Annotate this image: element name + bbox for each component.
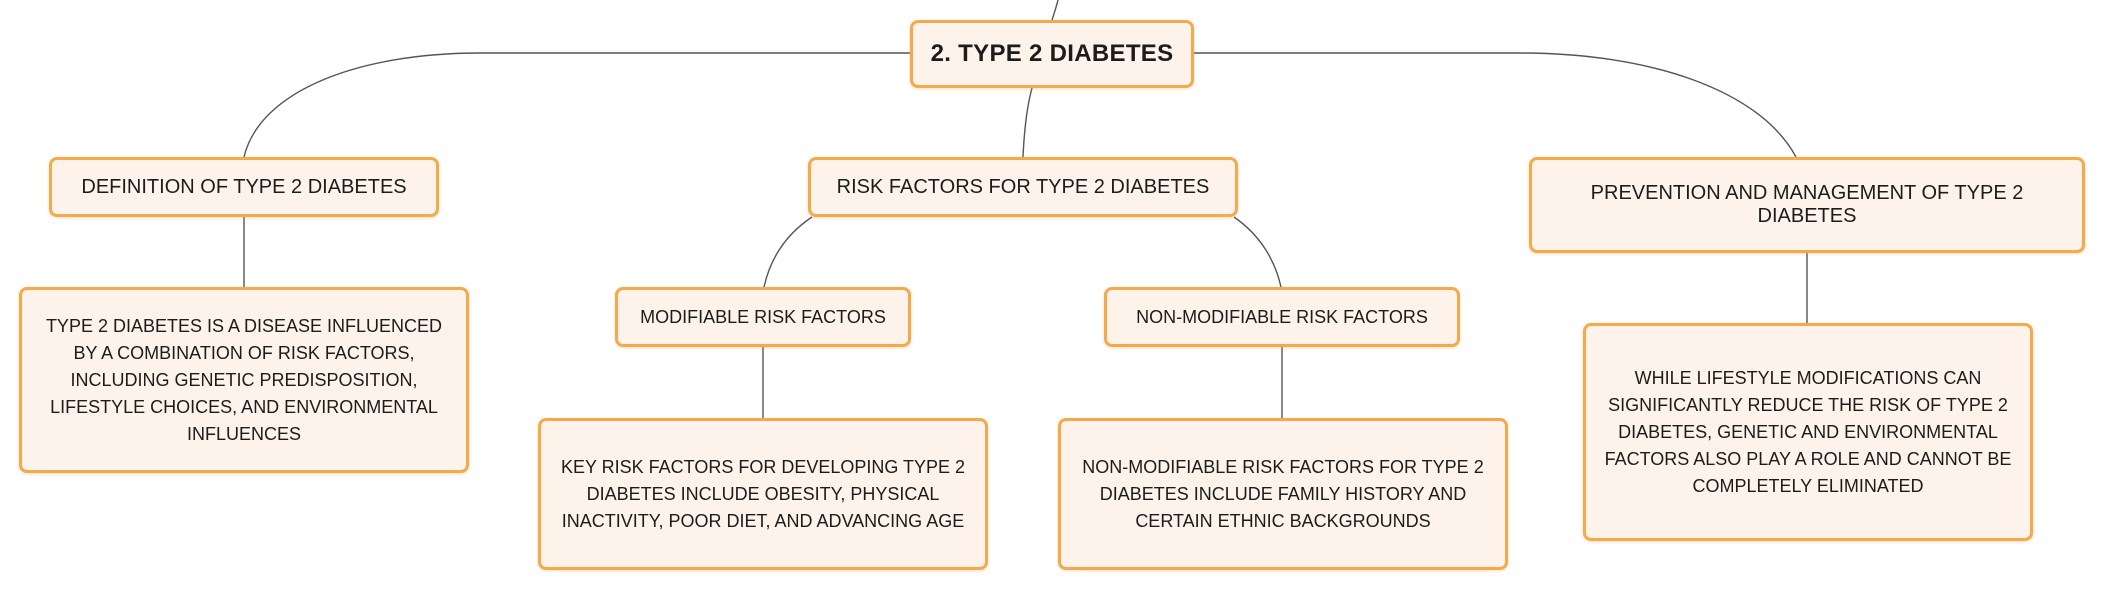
description-node-modifiable[interactable]: KEY RISK FACTORS FOR DEVELOPING TYPE 2 D… [538,418,988,570]
subtopic-node-modifiable-label: MODIFIABLE RISK FACTORS [640,306,886,327]
description-modifiable-text: KEY RISK FACTORS FOR DEVELOPING TYPE 2 D… [560,456,966,531]
connector-risk-to-non-modifiable [1233,216,1282,288]
description-node-non-modifiable[interactable]: NON-MODIFIABLE RISK FACTORS FOR TYPE 2 D… [1058,418,1508,570]
topic-node-risk-factors[interactable]: RISK FACTORS FOR TYPE 2 DIABETES [808,157,1238,217]
description-prevention-text: WHILE LIFESTYLE MODIFICATIONS CAN SIGNIF… [1604,367,2012,496]
description-non-modifiable-text: NON-MODIFIABLE RISK FACTORS FOR TYPE 2 D… [1082,456,1484,531]
connector-root-to-risk-factors [1022,87,1033,158]
description-node-definition[interactable]: TYPE 2 DIABETES IS A DISEASE INFLUENCED … [19,287,469,473]
description-node-prevention[interactable]: WHILE LIFESTYLE MODIFICATIONS CAN SIGNIF… [1583,323,2033,541]
connector-risk-to-modifiable [763,216,813,288]
topic-node-prevention-label: PREVENTION AND MANAGEMENT OF TYPE 2 DIAB… [1590,182,2024,227]
connector-root-to-definition [243,52,910,158]
connector-parent-to-root [1051,0,1059,21]
subtopic-node-non-modifiable-label: NON-MODIFIABLE RISK FACTORS [1136,306,1428,327]
subtopic-node-non-modifiable[interactable]: NON-MODIFIABLE RISK FACTORS [1104,287,1460,347]
root-node[interactable]: 2. TYPE 2 DIABETES [910,20,1194,88]
connector-root-to-prevention [1194,52,1797,158]
subtopic-node-modifiable[interactable]: MODIFIABLE RISK FACTORS [615,287,911,347]
topic-node-risk-factors-label: RISK FACTORS FOR TYPE 2 DIABETES [836,175,1210,198]
topic-node-definition-label: DEFINITION OF TYPE 2 DIABETES [81,175,407,198]
topic-node-definition[interactable]: DEFINITION OF TYPE 2 DIABETES [49,157,439,217]
topic-node-prevention[interactable]: PREVENTION AND MANAGEMENT OF TYPE 2 DIAB… [1529,157,2085,253]
root-node-label: 2. TYPE 2 DIABETES [930,40,1174,67]
description-definition-text: TYPE 2 DIABETES IS A DISEASE INFLUENCED … [45,315,443,444]
